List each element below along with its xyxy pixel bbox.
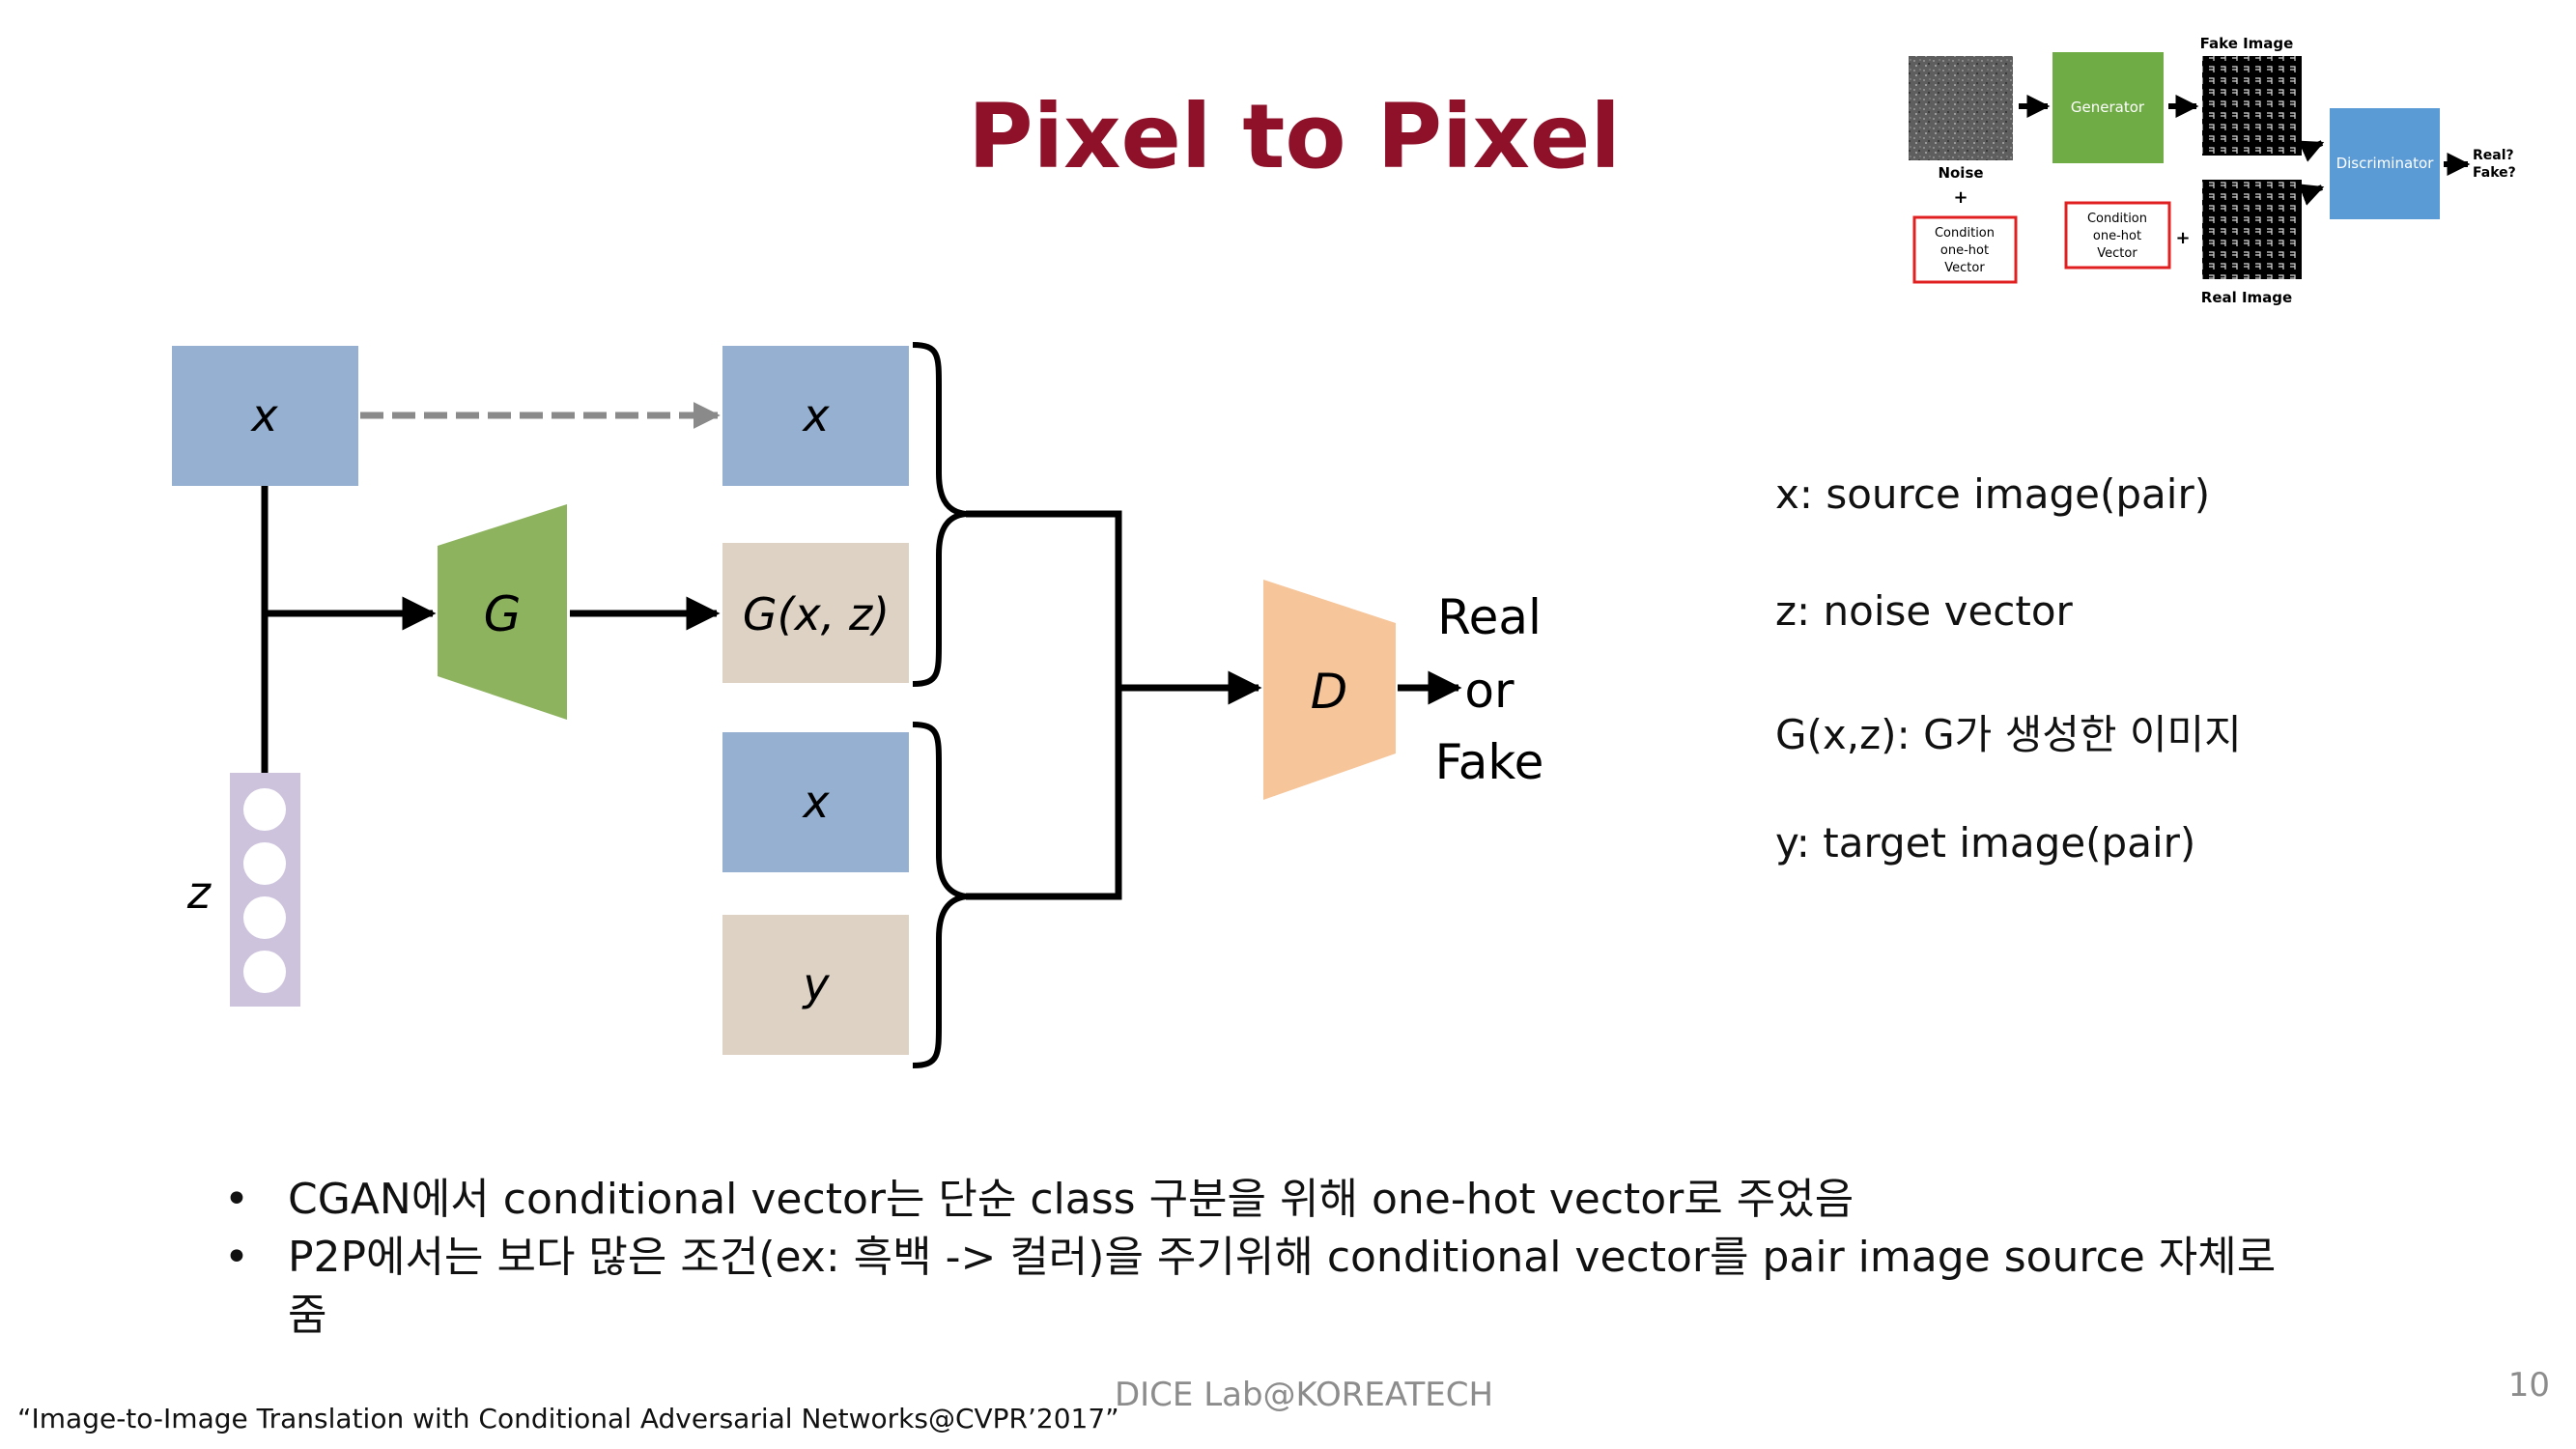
thumb-discriminator-block (2330, 108, 2440, 219)
target-y-box (722, 915, 909, 1055)
bullet-text: CGAN에서 conditional vector는 단순 class 구분을 … (288, 1175, 1854, 1224)
slide-title: Pixel to Pixel (968, 85, 1621, 188)
noise-z-label: z (186, 867, 212, 919)
pix2pix-diagram: x x G G(x, z) x y z D Real or Fake (172, 342, 1544, 1068)
cgan-thumbnail: Fake Image Noise + Condition one-hot Vec… (1909, 35, 2516, 306)
pair2-x-label: x (801, 776, 830, 828)
thumb-discriminator-label: Discriminator (2336, 155, 2435, 172)
definition-gxz: G(x,z): G가 생성한 이미지 (1775, 711, 2242, 758)
thumb-condition-line1: Condition (2087, 212, 2147, 226)
thumb-noise-label: Noise (1938, 164, 1983, 182)
thumb-condition-box-right (2064, 201, 2171, 270)
z-node (243, 788, 286, 831)
output-fake-label: Fake (1435, 734, 1544, 790)
z-node (243, 842, 286, 885)
output-real-label: Real (1437, 589, 1542, 645)
generator-block (438, 504, 567, 720)
definition-x: x: source image(pair) (1775, 470, 2211, 518)
pair1-brace (912, 342, 967, 687)
thumb-noise-image (1909, 56, 2013, 160)
footer-lab-name: DICE Lab@KOREATECH (1114, 1376, 1494, 1414)
thumb-fake-image-grid (2202, 56, 2302, 156)
discriminator-block (1263, 580, 1396, 800)
paper-citation: “Image-to-Image Translation with Conditi… (17, 1403, 1119, 1435)
bullet-item: • CGAN에서 conditional vector는 단순 class 구분… (224, 1171, 2301, 1229)
thumb-plus-sign: + (2175, 228, 2190, 248)
thumb-condition-line2: one-hot (2093, 229, 2141, 243)
thumb-fake-to-discriminator-arrow (2298, 140, 2325, 162)
source-x-label: x (249, 389, 278, 441)
pair2-connector (966, 688, 1122, 900)
thumb-fake-image-label: Fake Image (2200, 35, 2294, 52)
thumb-condition-box-left (1912, 215, 2018, 284)
thumb-generator-block (2052, 52, 2164, 163)
bullet-item: • P2P에서는 보다 많은 조건(ex: 흑백 -> 컬러)을 주기위해 co… (224, 1229, 2301, 1345)
thumb-condition-line3: Vector (1944, 261, 1985, 275)
discriminator-label: D (1311, 664, 1348, 720)
definition-y: y: target image(pair) (1775, 819, 2196, 867)
bullet-list: • CGAN에서 conditional vector는 단순 class 구분… (224, 1171, 2301, 1345)
pair1-x-box (722, 346, 909, 486)
pair2-brace (912, 722, 967, 1068)
thumb-real-image-label: Real Image (2201, 289, 2292, 306)
thumb-condition-line1: Condition (1935, 226, 1995, 241)
definition-z: z: noise vector (1775, 587, 2073, 635)
thumb-real-image-grid (2202, 180, 2302, 279)
thumb-generator-label: Generator (2071, 99, 2145, 116)
generator-label: G (484, 586, 522, 642)
thumb-real-label: Real? (2473, 148, 2514, 163)
target-y-label: y (801, 958, 830, 1010)
bullet-dot: • (224, 1175, 249, 1224)
source-x-box (172, 346, 358, 486)
generated-image-box (722, 543, 909, 683)
bullet-text: P2P에서는 보다 많은 조건(ex: 흑백 -> 컬러)을 주기위해 cond… (288, 1233, 2277, 1340)
pair2-x-box (722, 732, 909, 872)
thumb-real-to-discriminator-arrow (2298, 184, 2325, 206)
z-node (243, 951, 286, 993)
page-number: 10 (2507, 1366, 2550, 1405)
thumb-plus-sign: + (1953, 187, 1967, 208)
generated-image-label: G(x, z) (743, 588, 890, 640)
pair1-connector (966, 510, 1122, 688)
output-or-label: or (1464, 663, 1514, 719)
thumb-fake-label: Fake? (2473, 165, 2516, 181)
thumb-condition-line3: Vector (2097, 246, 2137, 261)
pair1-x-label: x (801, 389, 830, 441)
z-node (243, 896, 286, 939)
bullet-dot: • (224, 1233, 249, 1282)
thumb-condition-line2: one-hot (1940, 243, 1989, 258)
